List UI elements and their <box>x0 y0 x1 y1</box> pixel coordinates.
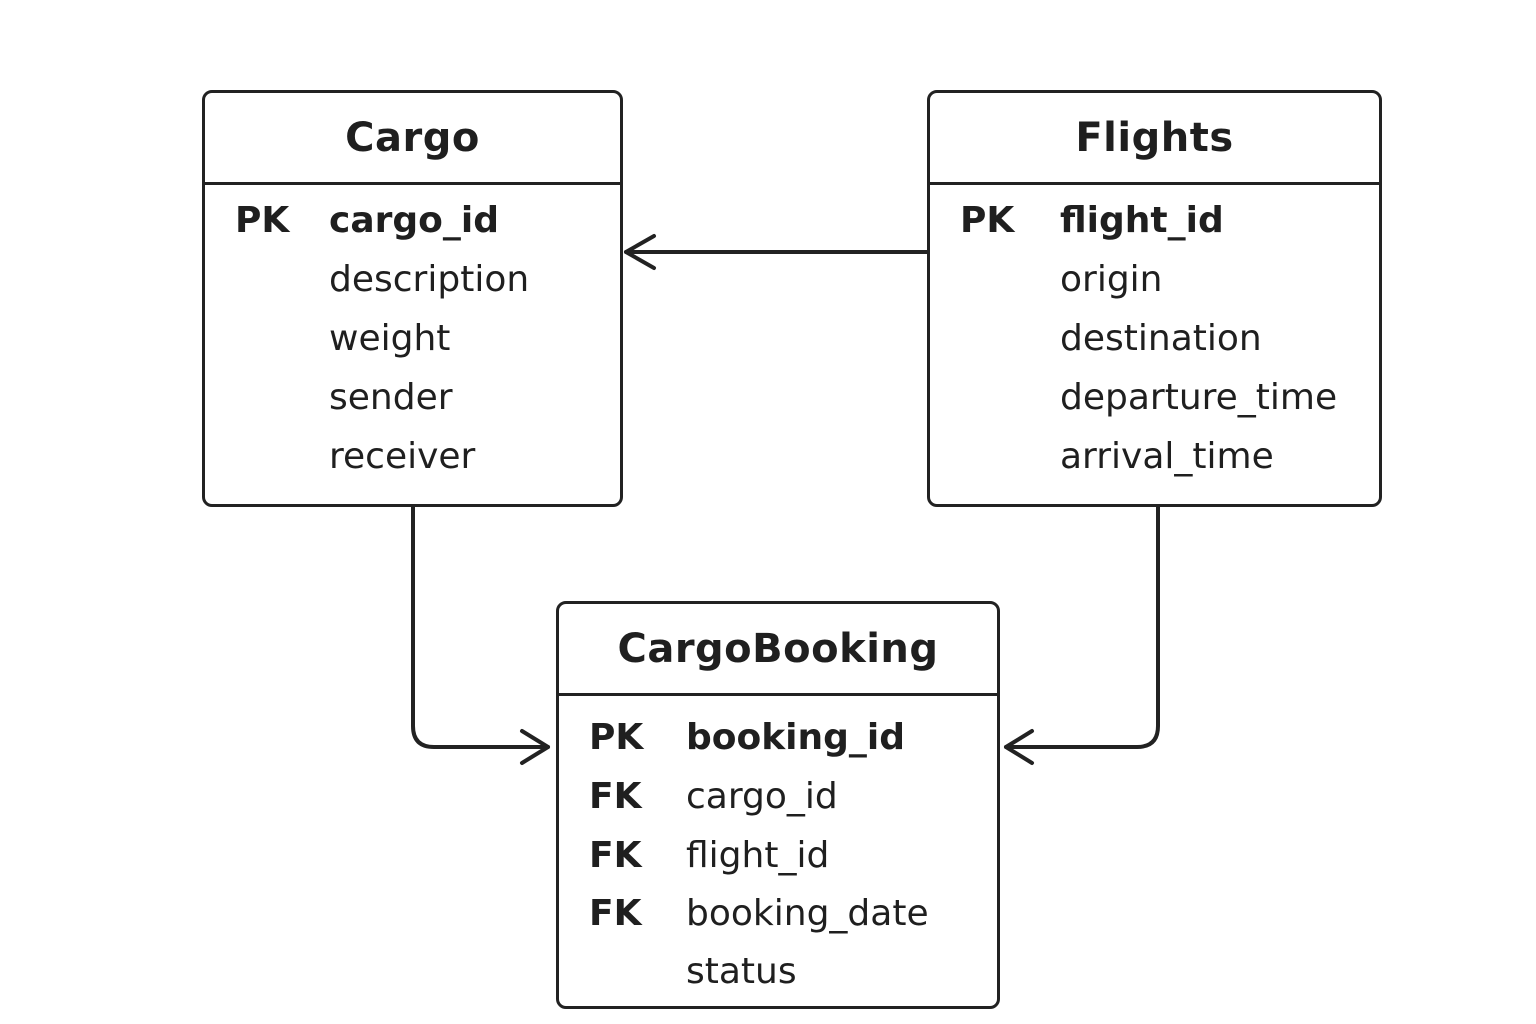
attribute-row: destination <box>930 314 1379 362</box>
attribute-name: cargo_id <box>686 775 838 817</box>
foreign-key-label: FK <box>589 892 642 934</box>
entity-title: Flights <box>930 93 1379 185</box>
attribute-name: flight_id <box>686 834 830 876</box>
attribute-name: destination <box>1060 317 1262 359</box>
arrowhead-cargobooking-left <box>520 729 550 765</box>
arrowhead-cargo <box>624 234 656 270</box>
attribute-name: origin <box>1060 258 1163 300</box>
entity-title: CargoBooking <box>559 604 997 696</box>
attribute-row: status <box>559 947 997 995</box>
connector-flights-to-cargobooking <box>1004 505 1160 749</box>
primary-key-label: PK <box>960 199 1015 241</box>
attribute-name: departure_time <box>1060 376 1338 418</box>
attribute-row: departure_time <box>930 373 1379 421</box>
attribute-row: origin <box>930 255 1379 303</box>
arrowhead-cargobooking-right <box>1004 729 1034 765</box>
attribute-name: status <box>686 950 797 992</box>
entity-cargobooking[interactable]: CargoBooking PK booking_id FK cargo_id F… <box>556 601 1000 1009</box>
attribute-row: PK flight_id <box>930 196 1379 244</box>
entity-title: Cargo <box>205 93 620 185</box>
attribute-row: sender <box>205 373 620 421</box>
primary-key-label: PK <box>235 199 290 241</box>
attribute-name: receiver <box>329 435 476 477</box>
connector-cargo-to-cargobooking <box>411 505 550 749</box>
attribute-row: arrival_time <box>930 432 1379 480</box>
attribute-name: booking_id <box>686 716 906 758</box>
attribute-row: FK flight_id <box>559 831 997 879</box>
attribute-name: cargo_id <box>329 199 499 241</box>
attribute-row: PK cargo_id <box>205 196 620 244</box>
attribute-row: FK cargo_id <box>559 772 997 820</box>
attribute-row: FK booking_date <box>559 889 997 937</box>
entity-cargo[interactable]: Cargo PK cargo_id description weight sen… <box>202 90 623 507</box>
primary-key-label: PK <box>589 716 644 758</box>
attribute-name: description <box>329 258 530 300</box>
attribute-row: PK booking_id <box>559 713 997 761</box>
attribute-row: receiver <box>205 432 620 480</box>
foreign-key-label: FK <box>589 775 642 817</box>
attribute-name: weight <box>329 317 451 359</box>
attribute-name: arrival_time <box>1060 435 1274 477</box>
entity-flights[interactable]: Flights PK flight_id origin destination … <box>927 90 1382 507</box>
attribute-name: booking_date <box>686 892 929 934</box>
attribute-name: sender <box>329 376 453 418</box>
attribute-row: weight <box>205 314 620 362</box>
foreign-key-label: FK <box>589 834 642 876</box>
attribute-row: description <box>205 255 620 303</box>
attribute-name: flight_id <box>1060 199 1224 241</box>
